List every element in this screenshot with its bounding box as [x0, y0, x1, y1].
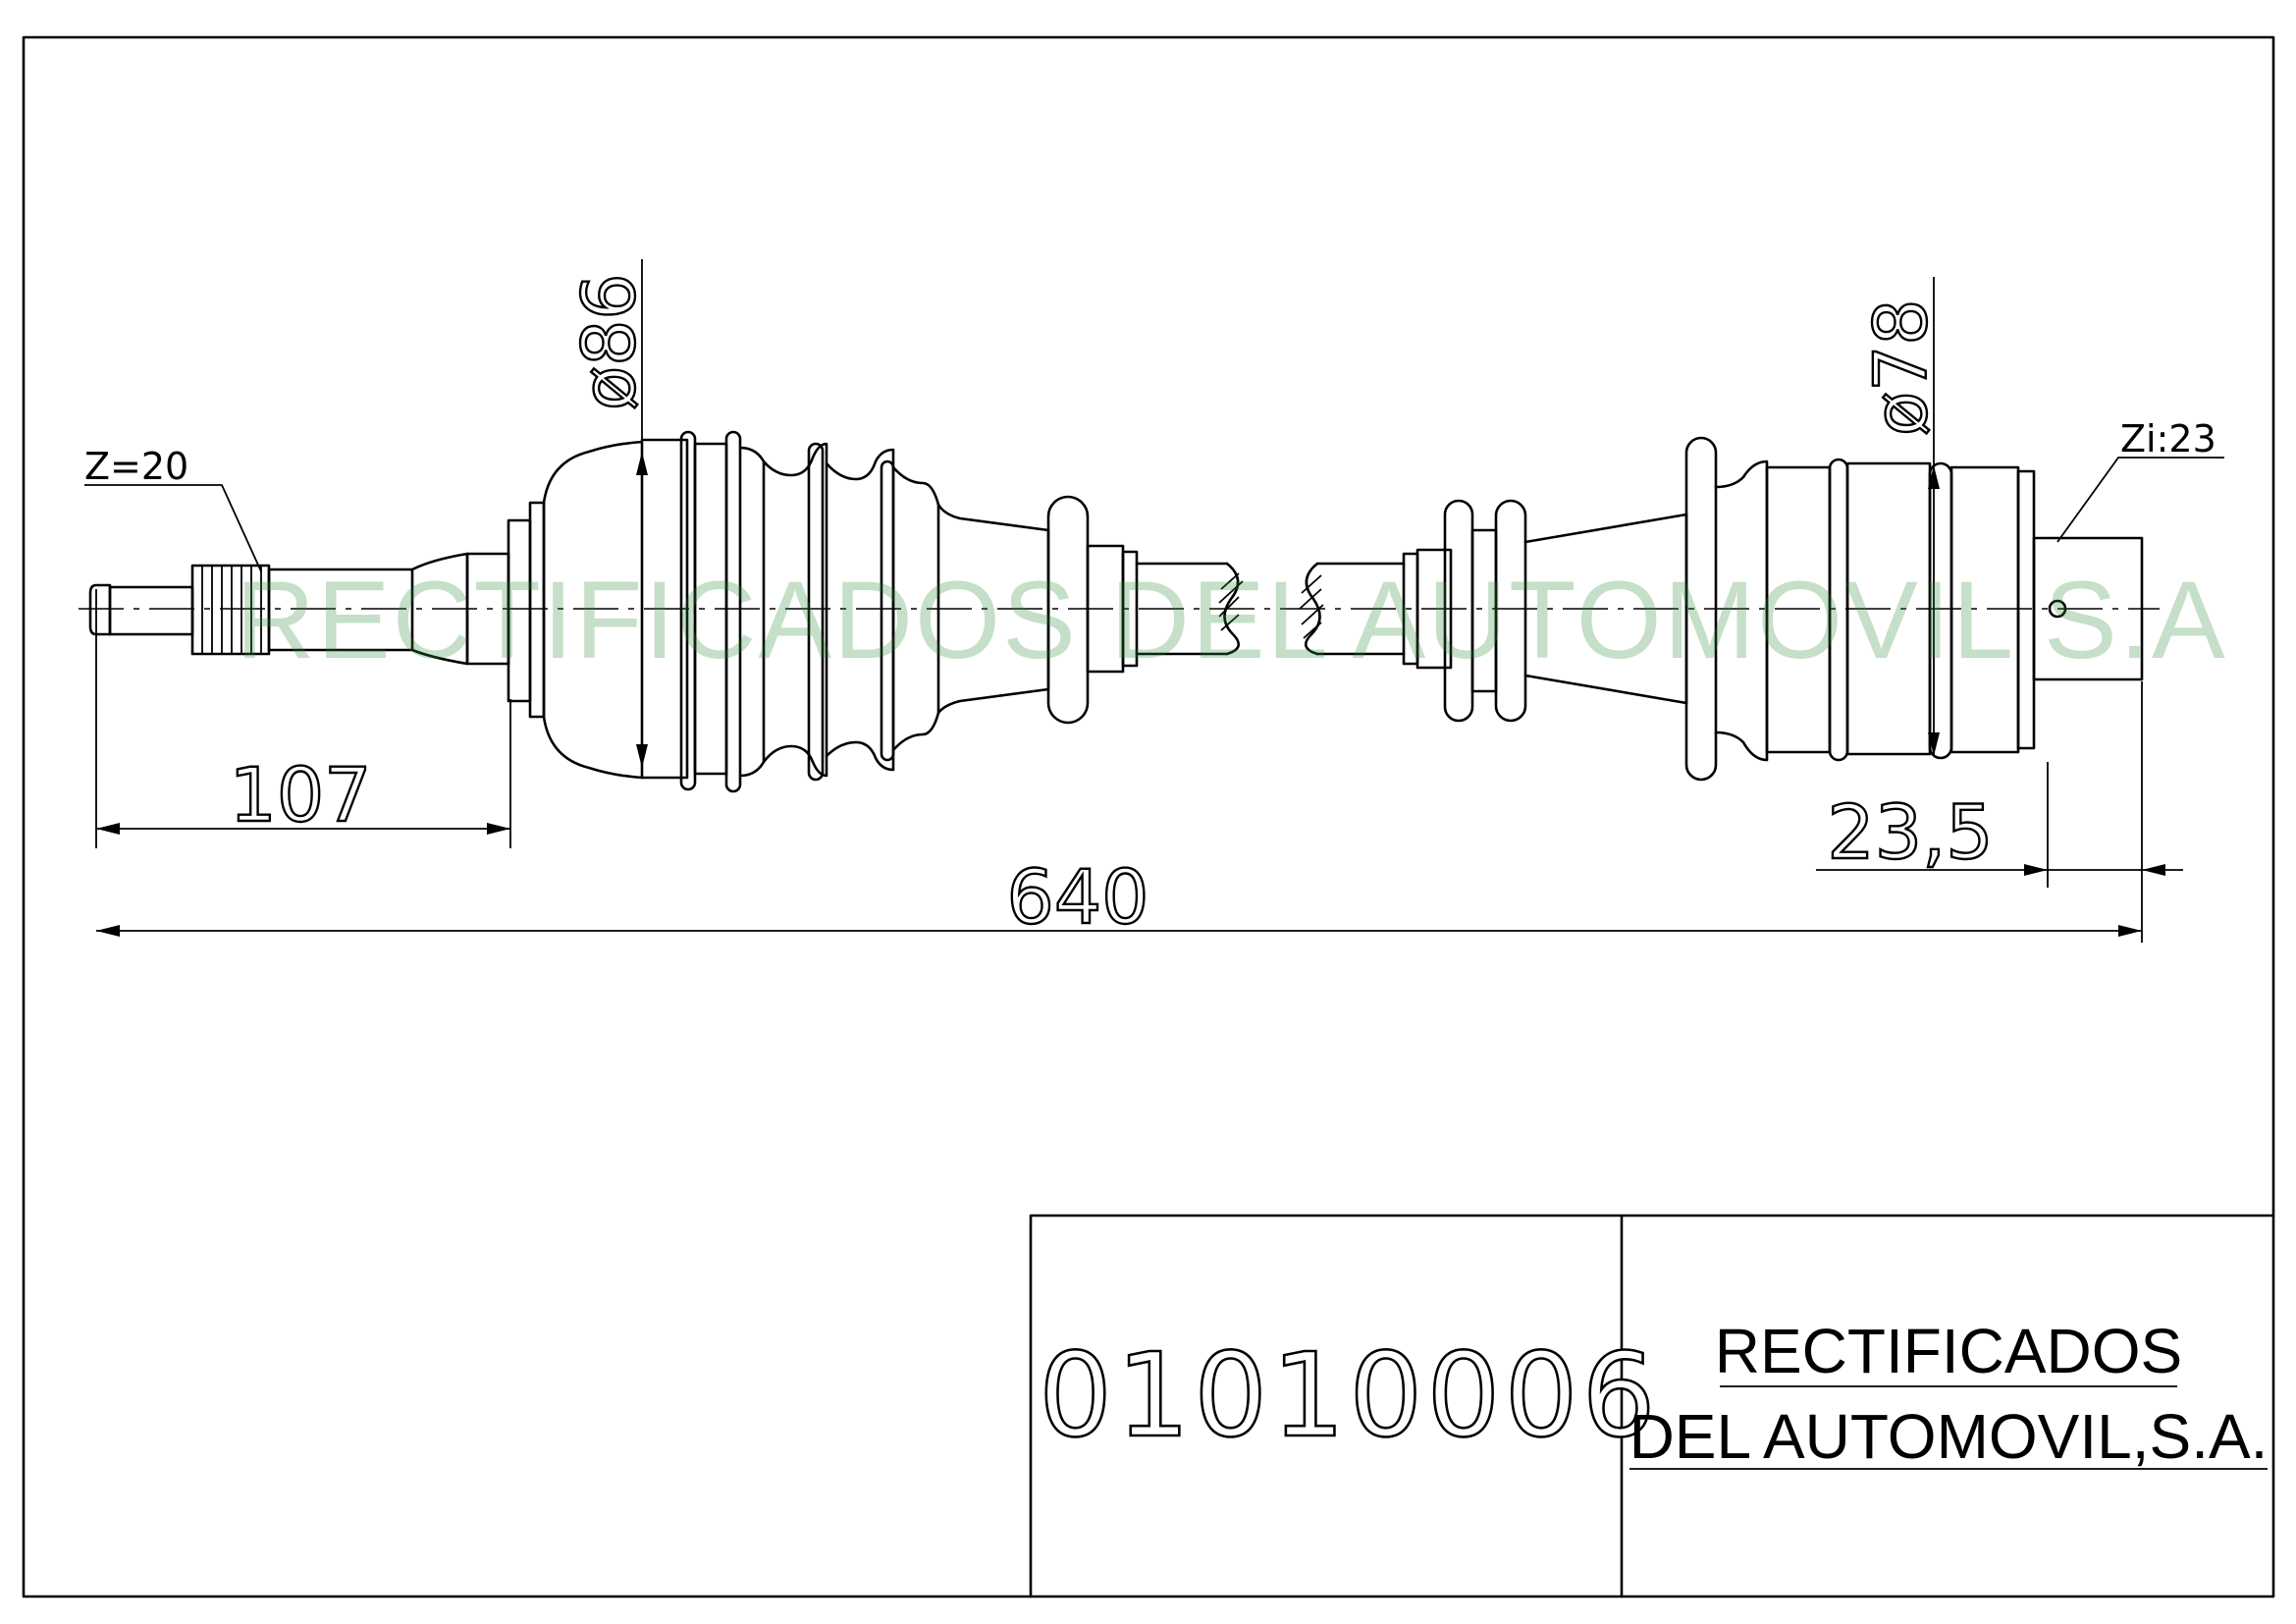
- outer-cv-joint: [507, 430, 1139, 793]
- dimension-23-5: 23,5: [1816, 762, 2183, 888]
- inner-cv-joint: [1402, 436, 2144, 782]
- part-number: 01010006: [1039, 1327, 1660, 1463]
- diameter-dimension-left: ø86: [566, 259, 653, 776]
- dimension-107: 107: [95, 589, 511, 848]
- watermark: RECTIFICADOS DEL AUTOMOVIL S.A: [236, 559, 2227, 681]
- svg-text:Z=20: Z=20: [84, 445, 188, 488]
- dimension-640: 640: [96, 681, 2143, 943]
- drive-shaft-drawing: ø86 ø78 Z=20 Zi:23 107: [79, 259, 2224, 943]
- company-name-line1: RECTIFICADOS: [1715, 1316, 2182, 1386]
- svg-text:Zi:23: Zi:23: [2120, 417, 2216, 460]
- svg-text:23,5: 23,5: [1827, 788, 1993, 876]
- sheet-border: [22, 35, 2275, 1598]
- intermediate-shaft: [1135, 562, 1406, 656]
- outer-spline-label: Z=20: [84, 445, 262, 572]
- inner-spline-label: Zi:23: [2056, 417, 2224, 543]
- svg-text:ø86: ø86: [567, 274, 652, 410]
- title-block: 01010006 RECTIFICADOS DEL AUTOMOVIL,S.A.: [1029, 1214, 2275, 1598]
- diameter-dimension-right: ø78: [1858, 277, 1945, 756]
- svg-text:ø78: ø78: [1859, 299, 1944, 436]
- svg-text:640: 640: [1006, 853, 1148, 941]
- svg-text:107: 107: [229, 751, 371, 839]
- company-name-line2: DEL AUTOMOVIL,S.A.: [1629, 1401, 2269, 1472]
